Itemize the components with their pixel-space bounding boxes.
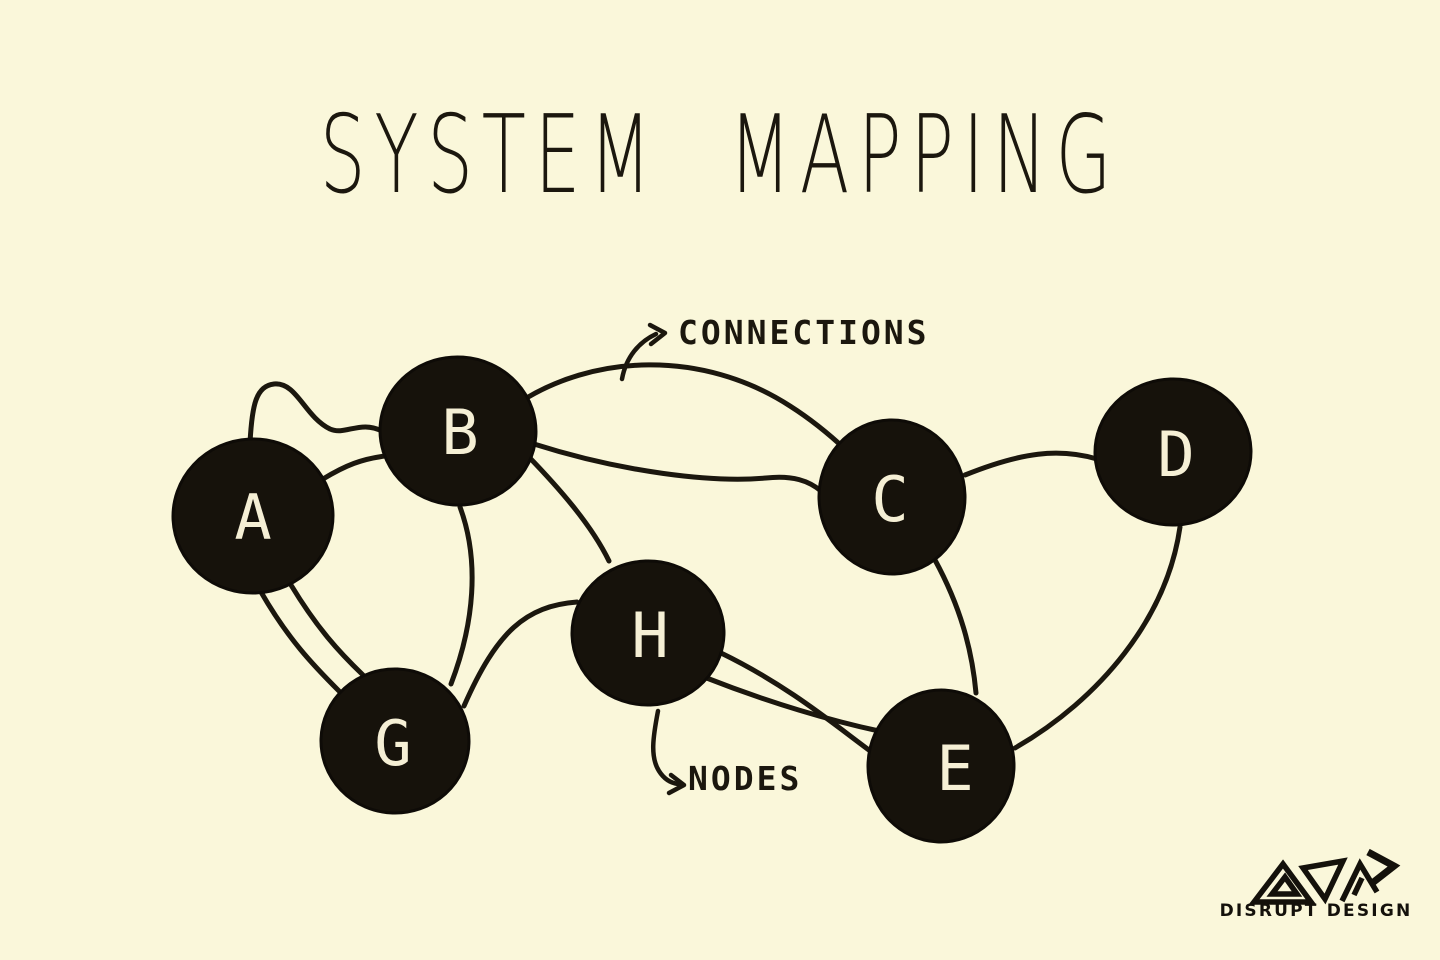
node-g-label: G — [374, 707, 411, 780]
logo-triangle-1 — [1248, 859, 1317, 905]
edge-a-b-direct — [320, 453, 388, 482]
node-e-circle — [866, 688, 1016, 844]
node-d: D — [1093, 377, 1253, 527]
logo-brand-text: DISRUPT DESIGN — [1220, 901, 1413, 921]
node-c: C — [817, 418, 967, 576]
edge-h-e-lower — [701, 674, 882, 734]
nodes-arrowhead-icon — [666, 772, 687, 796]
node-a: A — [171, 437, 335, 595]
logo-chevron-icon — [1366, 848, 1401, 887]
node-d-label: D — [1157, 418, 1194, 491]
node-b-label: B — [441, 396, 478, 469]
nodes-group: A B C D E G H — [171, 355, 1253, 844]
node-c-circle — [817, 418, 967, 576]
edge-b-h — [524, 452, 612, 564]
node-g: G — [319, 667, 471, 815]
nodes-annotation: NODES — [651, 708, 802, 798]
triangles-logo-icon — [1248, 848, 1401, 905]
logo-triangle-1-inner — [1266, 872, 1303, 897]
edge-a-g-outer — [258, 589, 342, 694]
edges-group — [247, 362, 1183, 756]
node-h-label: H — [631, 599, 668, 672]
connections-label: CONNECTIONS — [678, 313, 930, 352]
node-e: E — [866, 688, 1016, 844]
node-c-label: C — [871, 463, 908, 536]
edge-b-c-flat — [531, 441, 824, 494]
edge-c-d — [962, 450, 1100, 478]
edge-b-c-arc — [514, 362, 849, 453]
edge-c-e — [932, 557, 979, 696]
node-h-circle — [570, 559, 726, 707]
edge-h-e-upper — [718, 650, 876, 756]
node-h: H — [570, 559, 726, 707]
connections-arrowhead-icon — [647, 322, 668, 347]
node-e-label: E — [936, 732, 973, 805]
node-a-circle — [171, 437, 335, 595]
edge-b-g — [448, 504, 475, 687]
logo-triangle-2 — [1298, 857, 1348, 905]
node-g-circle — [319, 667, 471, 815]
page-title: SYSTEM MAPPING — [319, 92, 1121, 219]
edge-g-h — [461, 599, 580, 709]
connections-arrow — [619, 331, 659, 382]
connections-annotation: CONNECTIONS — [619, 313, 930, 382]
node-a-label: A — [234, 481, 271, 554]
logo-triangle-3-inner — [1351, 876, 1365, 897]
node-b: B — [378, 355, 538, 507]
node-d-circle — [1093, 377, 1253, 527]
edge-a-b-squiggle — [247, 381, 387, 446]
nodes-label: NODES — [688, 759, 802, 798]
nodes-arrow — [651, 708, 681, 787]
edge-d-e — [1012, 524, 1183, 751]
node-b-circle — [378, 355, 538, 507]
disrupt-design-logo: DISRUPT DESIGN — [1220, 848, 1413, 921]
edge-a-g-inner — [288, 582, 366, 678]
